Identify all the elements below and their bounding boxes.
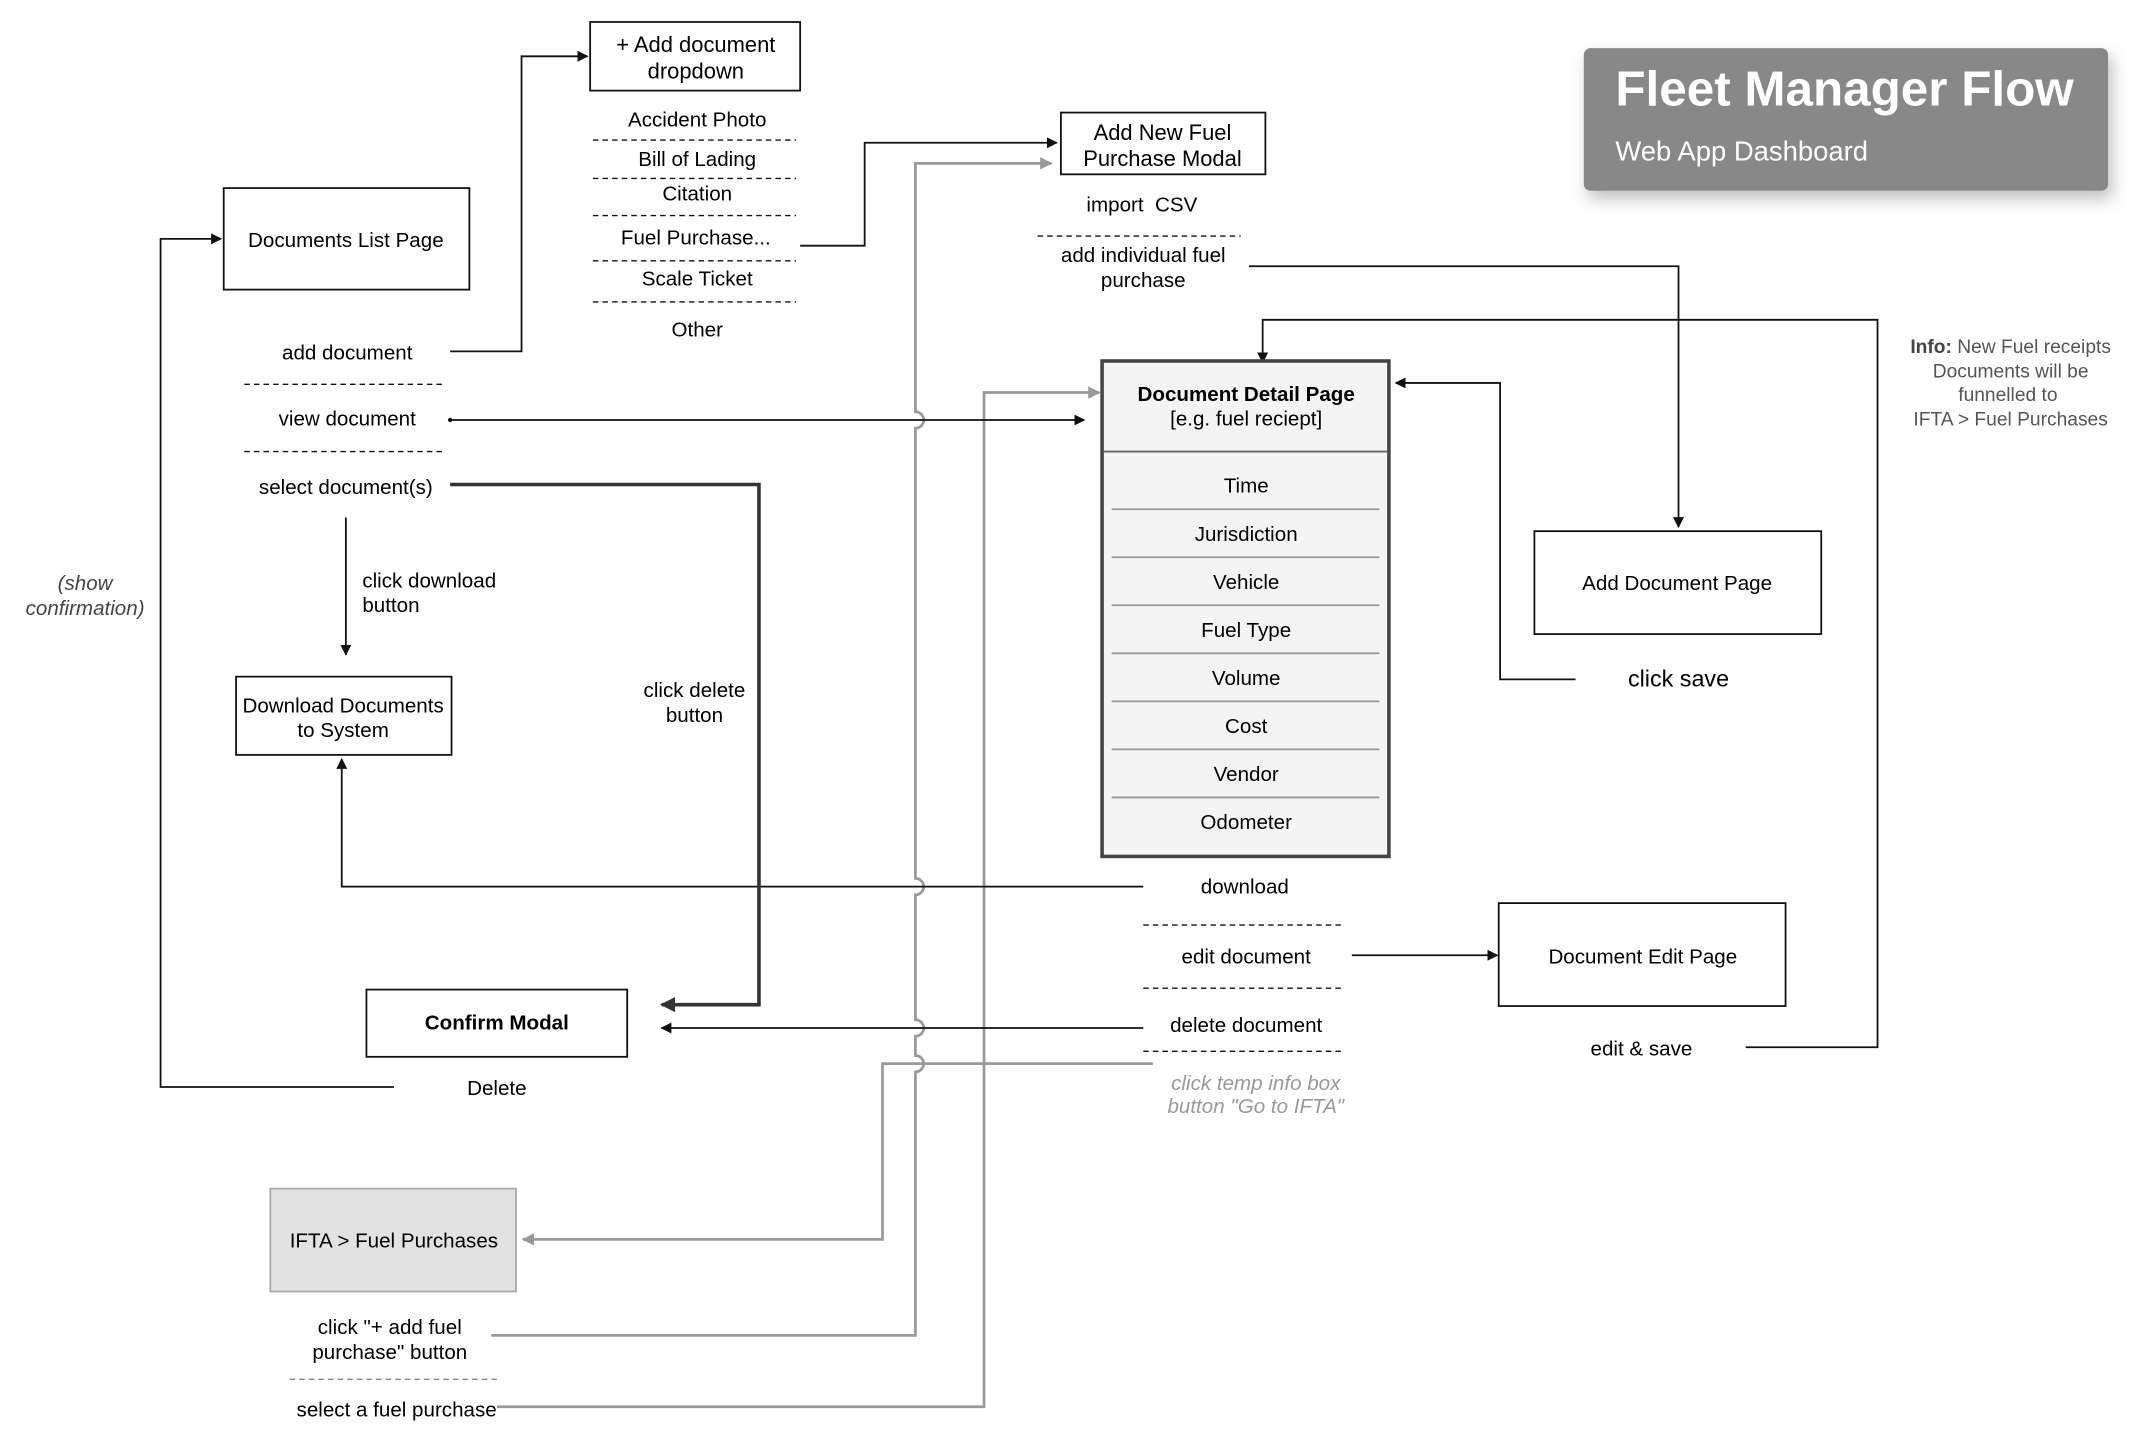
detail-field-volume: Volume (1212, 667, 1281, 690)
dropdown-item-accident-photo[interactable]: Accident Photo (628, 108, 766, 131)
info-label: Info: (1910, 337, 1952, 358)
edge-temp-to-ifta (521, 1062, 1153, 1246)
detail-field-vendor: Vendor (1214, 763, 1279, 786)
edge-add-fuel-to-modal (491, 157, 1053, 1337)
download-action[interactable]: download (1201, 875, 1289, 898)
dropdown-item-fuel-purchase[interactable]: Fuel Purchase... (621, 226, 771, 249)
view-document-dot (447, 417, 453, 423)
edge-select-to-confirm (450, 482, 761, 1013)
temp-info-line: click temp info box (1171, 1072, 1341, 1095)
title-card-title: Fleet Manager Flow (1615, 62, 2074, 117)
edge-individual-fuel-to-add-page (1248, 265, 1684, 529)
download-documents-box[interactable]: Download Documents to System (235, 675, 453, 756)
title-card-subtitle: Web App Dashboard (1615, 136, 1868, 167)
select-fuel-purchase-action[interactable]: select a fuel purchase (297, 1398, 497, 1421)
edge-select-fuel-to-detail (496, 386, 1101, 1409)
fuel-modal-title-line: Purchase Modal (1083, 146, 1242, 171)
dropdown-item-citation[interactable]: Citation (662, 182, 732, 205)
add-document-dropdown[interactable]: + Add document dropdown (589, 21, 802, 92)
documents-list-actions: add document view document select docume… (244, 342, 445, 499)
info-line: New Fuel receipts (1957, 337, 2111, 358)
dropdown-item-scale-ticket[interactable]: Scale Ticket (642, 268, 753, 291)
detail-field-time: Time (1224, 475, 1269, 498)
info-line: Documents will be (1933, 361, 2089, 382)
add-document-action[interactable]: add document (282, 342, 413, 365)
edge-fuel-purchase-to-modal (800, 137, 1058, 247)
ifta-fuel-purchases-box[interactable]: IFTA > Fuel Purchases (269, 1187, 517, 1293)
detail-field-cost: Cost (1225, 715, 1268, 738)
dropdown-menu: Accident Photo Bill of Lading Citation F… (592, 108, 797, 341)
detail-page-subtitle: [e.g. fuel reciept] (1170, 407, 1322, 430)
edge-click-save-to-detail (1394, 377, 1576, 681)
documents-list-page-title: Documents List Page (248, 229, 444, 252)
download-box-line: Download Documents (242, 694, 443, 717)
dropdown-title-line: + Add document (616, 32, 775, 57)
fuel-modal-title-line: Add New Fuel (1094, 120, 1232, 145)
import-csv-action[interactable]: import CSV (1086, 193, 1197, 216)
detail-field-jurisdiction: Jurisdiction (1195, 523, 1298, 546)
info-note: Info: New Fuel receipts Documents will b… (1910, 337, 2111, 431)
edge-edit-save-to-detail (1257, 318, 1879, 1049)
edit-document-action[interactable]: edit document (1182, 945, 1312, 968)
detail-page-title: Document Detail Page (1138, 383, 1355, 406)
edit-save-action[interactable]: edit & save (1591, 1037, 1693, 1060)
document-detail-page[interactable]: Document Detail Page [e.g. fuel reciept]… (1100, 359, 1391, 859)
delete-confirm-action[interactable]: Delete (467, 1077, 526, 1100)
dropdown-item-bill-of-lading[interactable]: Bill of Lading (638, 148, 756, 171)
delete-document-action[interactable]: delete document (1170, 1014, 1322, 1037)
info-line: IFTA > Fuel Purchases (1913, 409, 2107, 430)
detail-field-odometer: Odometer (1200, 811, 1292, 834)
edge-delete-confirmed-to-list (159, 233, 394, 1088)
black-connectors (159, 50, 1879, 1088)
edge-download-to-system (336, 757, 1144, 888)
select-documents-action[interactable]: select document(s) (259, 476, 433, 499)
document-edit-page-title: Document Edit Page (1548, 945, 1737, 968)
ifta-box-title: IFTA > Fuel Purchases (290, 1230, 498, 1253)
confirm-modal[interactable]: Confirm Modal (365, 988, 629, 1058)
edge-add-document-to-dropdown (450, 50, 589, 353)
detail-actions: download edit document delete document (1143, 875, 1345, 1053)
view-document-action[interactable]: view document (279, 407, 417, 430)
temp-info-line: button "Go to IFTA" (1167, 1095, 1345, 1118)
info-line: funnelled to (1958, 385, 2057, 406)
add-document-page[interactable]: Add Document Page (1533, 530, 1823, 635)
temp-info-action[interactable]: click temp info box button "Go to IFTA" (1167, 1072, 1345, 1118)
download-box-line: to System (297, 719, 389, 742)
detail-field-fuel-type: Fuel Type (1201, 619, 1291, 642)
documents-list-page[interactable]: Documents List Page (222, 187, 471, 291)
svg-text:Info: New Fuel receipts: Info: New Fuel receipts (1910, 337, 2111, 358)
confirm-modal-title: Confirm Modal (425, 1011, 569, 1034)
dropdown-item-other[interactable]: Other (671, 318, 723, 341)
add-fuel-purchase-modal[interactable]: Add New Fuel Purchase Modal (1060, 111, 1267, 176)
click-save-action[interactable]: click save (1628, 665, 1729, 691)
detail-field-vehicle: Vehicle (1213, 571, 1279, 594)
title-card: Fleet Manager Flow Web App Dashboard (1583, 48, 2109, 191)
add-document-page-title: Add Document Page (1582, 572, 1772, 595)
dropdown-title-line: dropdown (648, 58, 744, 83)
gray-connectors (491, 157, 1153, 1409)
document-edit-page[interactable]: Document Edit Page (1497, 902, 1787, 1007)
